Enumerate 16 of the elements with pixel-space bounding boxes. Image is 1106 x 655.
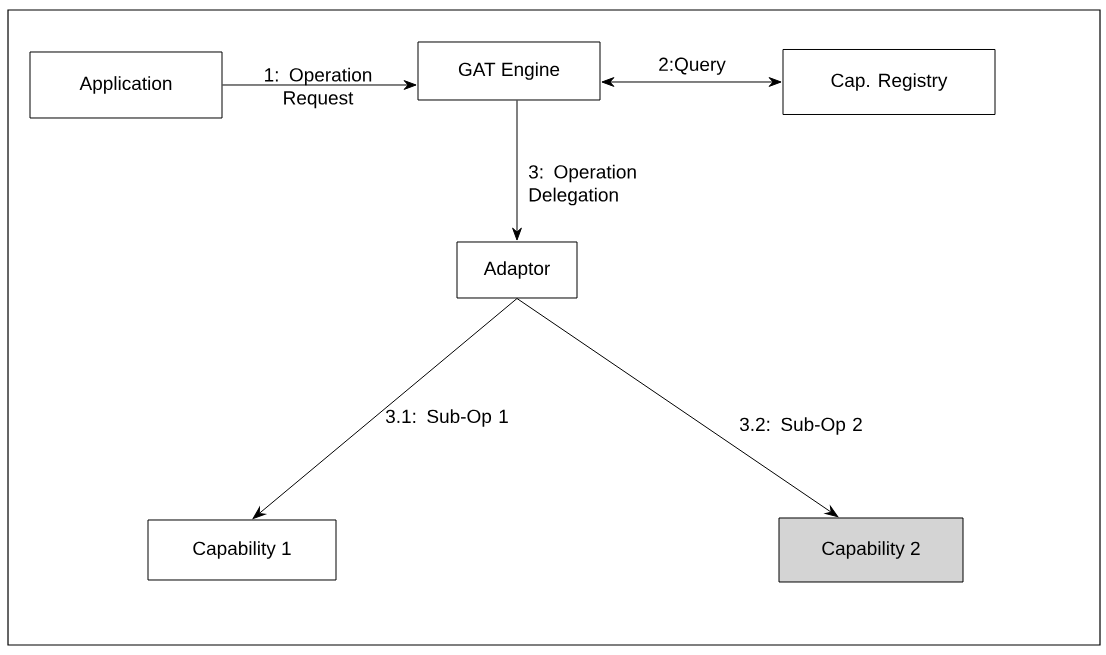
process-box: GAT Engine xyxy=(417,41,601,101)
edge-label: 1: Operation Request xyxy=(265,67,372,109)
arrow xyxy=(601,77,782,87)
arrow xyxy=(512,100,522,241)
arrow xyxy=(252,298,518,520)
edge-label: 3: Operation Delegation xyxy=(528,164,636,206)
edge-label: 3.2: Sub-Op 2 xyxy=(739,417,862,435)
process-box: Adaptor xyxy=(456,241,578,299)
edge-label: 3.1: Sub-Op 1 xyxy=(385,409,508,427)
process-box: Capability 2 xyxy=(778,517,964,583)
process-box: Capability 1 xyxy=(147,519,337,581)
edge-label: 2:Query xyxy=(659,57,726,75)
process-box: Application xyxy=(29,51,223,119)
process-box: Cap. Registry xyxy=(782,49,996,115)
arrow xyxy=(222,80,417,90)
arrow xyxy=(516,298,839,518)
